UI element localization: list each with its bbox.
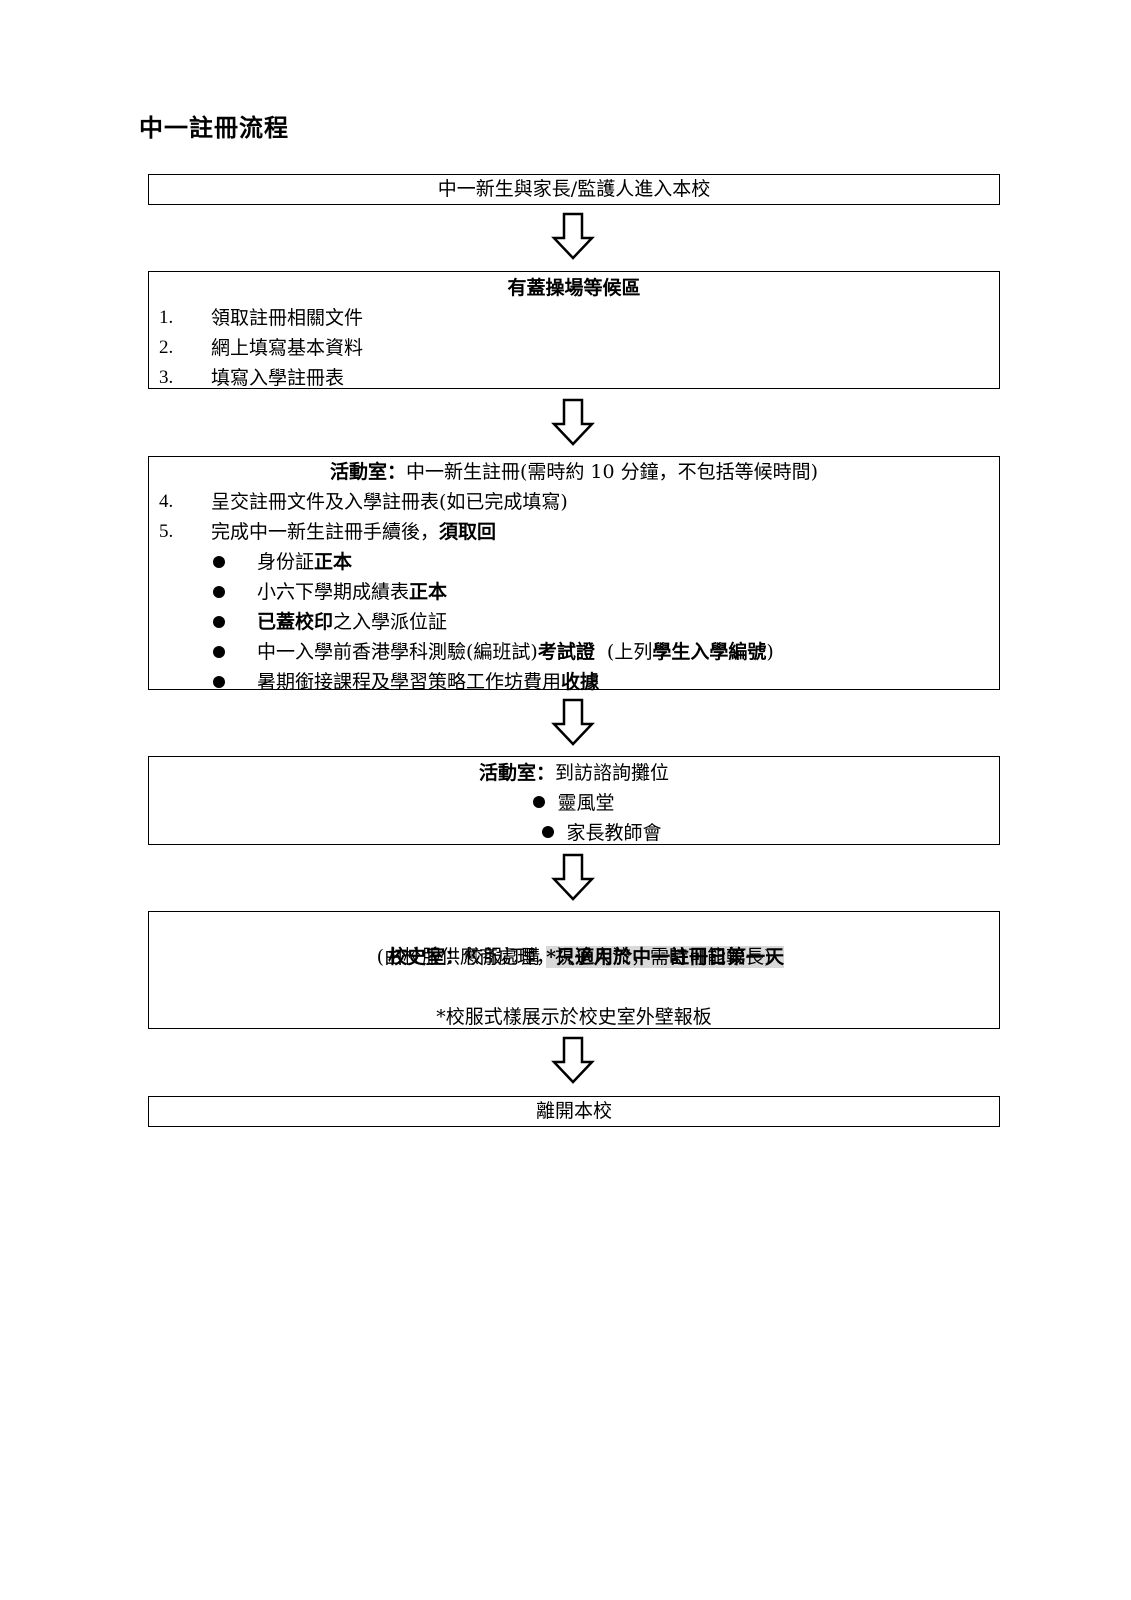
step-uniform-heading: 校史室：校服訂購 *只適用於中一註冊日第一天: [388, 946, 785, 968]
bullet-icon: [213, 616, 225, 628]
bullet-item: 小六下學期成績表正本: [149, 577, 999, 607]
step-consultation-heading: 活動室：到訪諮詢攤位: [478, 762, 670, 784]
step-consultation-booths: 活動室：到訪諮詢攤位 靈風堂 家長教師會: [148, 756, 1000, 845]
list-item: 3. 填寫入學註冊表: [159, 367, 345, 389]
bullet-icon: [533, 796, 546, 808]
bullet-item: 已蓋校印之入學派位証: [149, 607, 999, 637]
step-waiting-area-heading: 有蓋操場等候區: [507, 277, 641, 299]
down-arrow-icon: [551, 398, 595, 446]
bullet-icon: [213, 586, 225, 598]
bullet-icon: [542, 826, 555, 838]
step-enter-school: 中一新生與家長/監護人進入本校: [148, 174, 1000, 205]
list-item: 2. 網上填寫基本資料: [159, 337, 364, 359]
down-arrow-icon: [551, 212, 595, 260]
step-uniform-note: (由校服供應商處理，視乎人流，需時可能較長): [376, 946, 772, 968]
step-waiting-area: 有蓋操場等候區 1. 領取註冊相關文件 2. 網上填寫基本資料 3. 填寫入學註…: [148, 271, 1000, 389]
bullet-icon: [213, 676, 225, 688]
down-arrow-icon: [551, 853, 595, 901]
down-arrow-icon: [551, 698, 595, 746]
bullet-item: 家長教師會: [149, 818, 999, 848]
step-registration-room: 活動室：中一新生註冊(需時約 10 分鐘，不包括等候時間) 4. 呈交註冊文件及…: [148, 456, 1000, 693]
step-uniform-order: 校史室：校服訂購 *只適用於中一註冊日第一天 (由校服供應商處理，視乎人流，需時…: [148, 911, 1000, 1029]
list-item: 1. 領取註冊相關文件: [159, 307, 364, 329]
step-leave-school-text: 離開本校: [535, 1100, 612, 1122]
list-item: 4. 呈交註冊文件及入學註冊表(如已完成填寫): [159, 491, 568, 513]
step-enter-school-text: 中一新生與家長/監護人進入本校: [437, 178, 711, 200]
bullet-item: 暑期銜接課程及學習策略工作坊費用收據: [149, 667, 999, 697]
bullet-icon: [213, 646, 225, 658]
step-leave-school: 離開本校: [148, 1096, 1000, 1127]
bullet-item: 中一入學前香港學科測驗(編班試)考試證 (上列學生入學編號): [149, 637, 999, 667]
bullet-icon: [213, 556, 225, 568]
step-uniform-display-note: *校服式樣展示於校史室外壁報板: [436, 1006, 712, 1028]
list-item: 5. 完成中一新生註冊手續後，須取回: [159, 521, 497, 543]
bullet-item: 靈風堂: [149, 788, 999, 818]
page-title: 中一註冊流程: [139, 113, 289, 142]
down-arrow-icon: [551, 1036, 595, 1084]
uniform-highlight-note: *只適用於中一註冊日第一天: [546, 946, 785, 968]
step-registration-heading: 活動室：中一新生註冊(需時約 10 分鐘，不包括等候時間): [329, 461, 819, 483]
bullet-item: 身份証正本: [149, 547, 999, 577]
